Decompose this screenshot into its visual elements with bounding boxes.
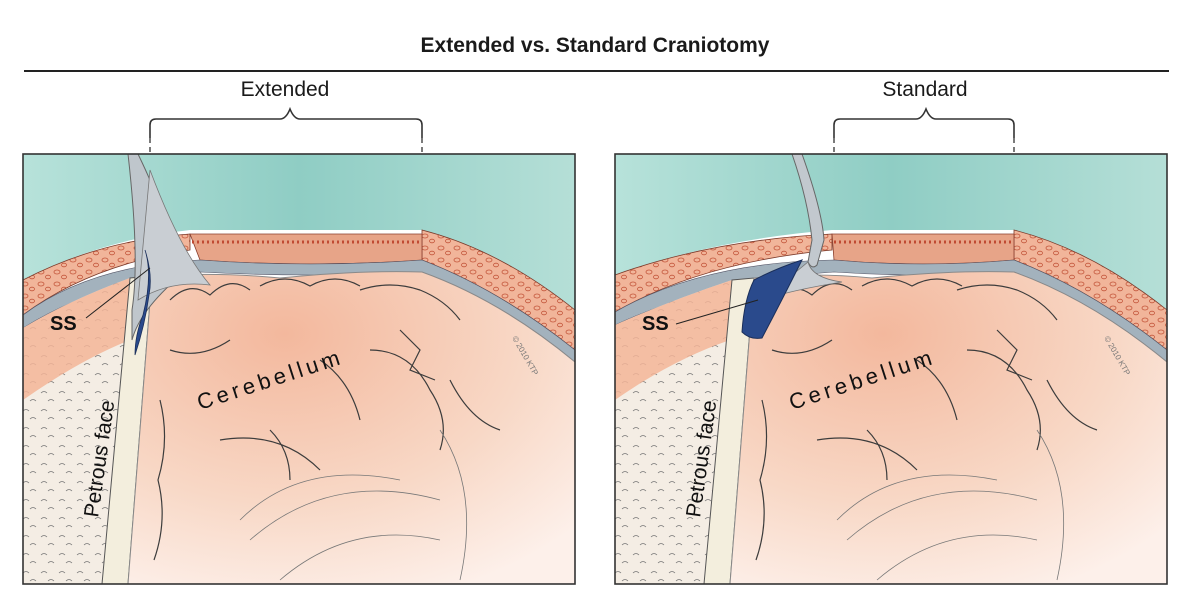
sigmoid-sinus-shape — [741, 259, 803, 339]
standard-panel-frame — [614, 153, 1168, 585]
standard-craniotomy-illustration: SS Petrous face Cerebellum © 2010 KTP — [614, 106, 1168, 585]
extended-craniotomy-illustration: SS Petrous face Cerebellum © 2010 KTP — [22, 106, 576, 585]
standard-bracket — [833, 106, 1015, 138]
sinus-label: SS — [642, 313, 669, 335]
panel-label-extended: Extended — [240, 78, 330, 101]
title-divider — [24, 70, 1169, 72]
sigmoid-sinus-shape — [134, 249, 151, 356]
panel-label-standard: Standard — [882, 78, 968, 101]
sinus-label: SS — [50, 313, 77, 335]
extended-bracket — [149, 106, 423, 138]
extended-panel-frame — [22, 153, 576, 585]
figure-title: Extended vs. Standard Craniotomy — [420, 34, 770, 57]
